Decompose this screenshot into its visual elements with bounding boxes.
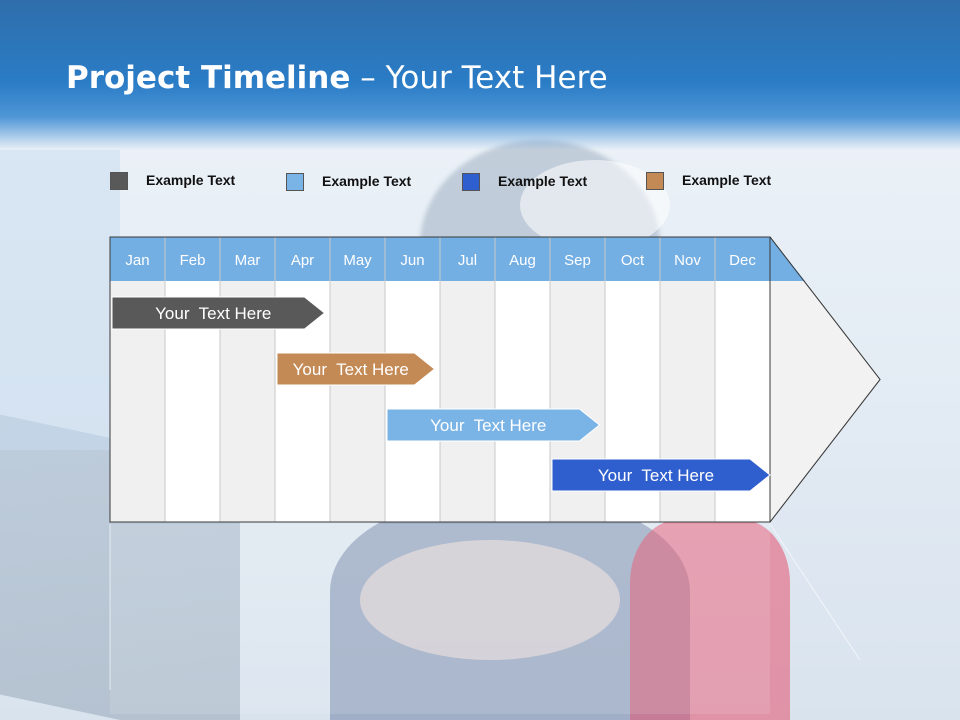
task-bar-2 xyxy=(276,352,436,386)
legend-label-4: Example Text xyxy=(682,172,772,188)
month-label-sep: Sep xyxy=(564,252,591,269)
timeline-reflection xyxy=(110,524,770,714)
task-label-3: Your Text Here xyxy=(430,416,546,435)
slide-title: Project Timeline – Your Text Here xyxy=(66,60,608,96)
legend-swatch-4 xyxy=(646,172,664,190)
month-label-jul: Jul xyxy=(458,252,477,269)
month-label-mar: Mar xyxy=(235,252,261,269)
task-bar-4 xyxy=(551,458,771,492)
title-rest: – Your Text Here xyxy=(350,60,608,96)
month-label-oct: Oct xyxy=(621,252,645,269)
month-label-aug: Aug xyxy=(509,252,536,269)
month-label-feb: Feb xyxy=(180,252,206,269)
legend-label-3: Example Text xyxy=(498,173,588,189)
month-label-nov: Nov xyxy=(674,252,701,269)
task-label-2: Your Text Here xyxy=(293,360,409,379)
timeline-arrow-outline xyxy=(109,236,881,523)
task-label-4: Your Text Here xyxy=(598,466,714,485)
month-column-shade xyxy=(330,281,385,522)
legend-swatch-2 xyxy=(286,173,304,191)
title-band xyxy=(0,0,960,150)
legend-label-2: Example Text xyxy=(322,173,412,189)
task-bar-3 xyxy=(386,408,601,442)
bg-figure-shirt xyxy=(630,520,790,720)
month-label-dec: Dec xyxy=(729,252,756,269)
legend-swatch-3 xyxy=(462,173,480,191)
bg-sky xyxy=(0,150,120,450)
title-bold: Project Timeline xyxy=(66,60,351,96)
month-label-apr: Apr xyxy=(291,252,314,269)
reflection-edge-diagonal xyxy=(769,523,861,661)
bg-figure-cap xyxy=(520,160,670,250)
month-label-jan: Jan xyxy=(125,252,149,269)
task-label-1: Your Text Here xyxy=(155,304,271,323)
month-column-shade xyxy=(440,281,495,522)
legend-swatch-1 xyxy=(110,172,128,190)
legend-label-1: Example Text xyxy=(146,172,236,188)
task-bar-1 xyxy=(111,296,326,330)
arrow-tip-fill xyxy=(770,237,880,522)
bg-figure-arm xyxy=(360,540,620,660)
month-label-may: May xyxy=(343,252,372,269)
month-label-jun: Jun xyxy=(400,252,424,269)
